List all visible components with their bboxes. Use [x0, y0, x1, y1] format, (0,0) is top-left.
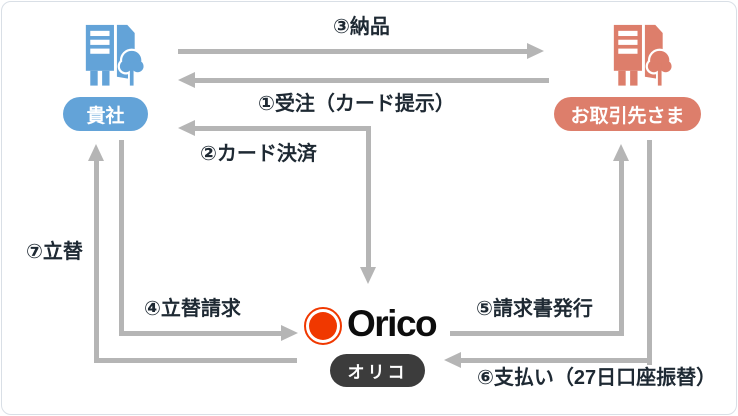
arrow-invoice-vline [619, 160, 624, 336]
partner-label: お取引先さま [570, 105, 685, 127]
arrow-payment-vline [647, 140, 652, 365]
arrow-order-line [195, 78, 549, 83]
arrow-payment-head [444, 352, 461, 368]
label-step5-invoice: ⑤請求書発行 [476, 298, 593, 320]
arrow-invoice-head [613, 144, 629, 161]
label-step6-payment: ⑥支払い（27日口座振替） [477, 367, 717, 389]
arrow-delivery-head [527, 43, 544, 59]
arrow-advance-billing-head [281, 325, 298, 341]
orico-logo-icon [304, 307, 342, 345]
partner-pill: お取引先さま [554, 97, 701, 131]
orico-logotype: Orico [347, 303, 438, 344]
arrow-payment-hline [461, 358, 652, 363]
orico-pill: オリコ [330, 354, 425, 387]
partner-building-icon [602, 20, 676, 97]
orico-logo-dot [309, 312, 337, 340]
arrow-card-settlement-head-left [178, 120, 195, 136]
arrow-delivery-line [178, 49, 527, 54]
orico-label: オリコ [347, 363, 408, 382]
company-label: 貴社 [86, 105, 125, 127]
arrow-card-settlement-vline [366, 126, 371, 267]
arrow-order-head [178, 72, 195, 88]
arrow-advance-billing-hline [119, 331, 281, 336]
arrow-invoice-hline [450, 331, 624, 336]
label-step7-advance: ⑦立替 [26, 241, 83, 263]
label-step3-delivery: ③納品 [333, 16, 390, 38]
label-step2-card: ②カード決済 [200, 143, 317, 165]
label-step1-order: ①受注（カード提示） [258, 93, 455, 115]
company-building-icon [74, 20, 148, 97]
arrow-card-settlement-head-down [360, 267, 376, 284]
arrow-advance-vline [94, 160, 99, 363]
label-step4-billing: ④立替請求 [144, 298, 241, 320]
arrow-card-settlement-hline [195, 126, 371, 131]
arrow-advance-billing-vline [119, 140, 124, 336]
arrow-advance-head [88, 144, 104, 161]
arrow-advance-hline [94, 358, 297, 363]
company-pill: 貴社 [63, 97, 148, 131]
